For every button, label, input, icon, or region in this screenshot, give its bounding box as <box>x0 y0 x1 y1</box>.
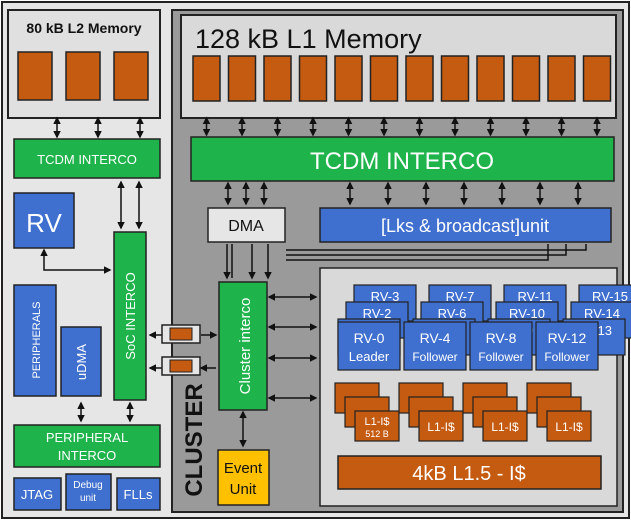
l2-memory-bank <box>113 51 149 101</box>
l15-icache <box>337 455 602 490</box>
cluster-bus-arrows <box>223 181 587 280</box>
core-name: RV-7 <box>446 289 475 304</box>
icache-label: L1-I$ <box>491 420 519 434</box>
cluster-interco <box>218 281 268 411</box>
private-icache <box>546 410 592 442</box>
dma-label: DMA <box>228 218 264 235</box>
l1-memory-bank <box>582 55 612 102</box>
l1-memory-bank <box>334 55 363 102</box>
private-icache <box>354 410 400 442</box>
soc-interco-label: SoC INTERCO <box>123 272 138 359</box>
dma-block <box>207 207 286 243</box>
l1-memory-bank <box>547 55 576 102</box>
private-icache <box>418 410 464 442</box>
icache-label: L1-I$ <box>427 420 455 434</box>
fabric-controller-rv-label: RV <box>26 208 62 238</box>
debug-unit-line2: unit <box>80 493 96 504</box>
l15-icache-label: 4kB L1.5 - I$ <box>412 463 525 485</box>
l2-memory-title: 80 kB L2 Memory <box>26 20 141 36</box>
lks-broadcast-unit <box>319 207 612 243</box>
l1-memory-bank <box>440 55 470 102</box>
core-block <box>403 321 467 371</box>
l1-memory-bank <box>263 55 292 102</box>
soc-cluster-bridges <box>161 324 201 376</box>
soc-arrows <box>40 116 162 423</box>
core-role: Follower <box>544 350 589 364</box>
l1-memory-title: 128 kB L1 Memory <box>195 24 422 54</box>
core-name: RV-15 <box>592 289 628 304</box>
core-name: RV-2 <box>363 306 392 321</box>
l2-memory-bank <box>65 51 101 101</box>
icache-size: 512 B <box>365 429 389 439</box>
l1-memory-bank <box>369 55 399 102</box>
cluster-tcdm-interco <box>190 136 615 182</box>
soc-tcdm-interco-label: TCDM INTERCO <box>37 152 137 167</box>
core-block <box>337 321 401 371</box>
core-name: RV-14 <box>584 306 620 321</box>
icache-label: L1-I$ <box>555 420 583 434</box>
l1-memory-bank <box>192 55 221 102</box>
l1-banks <box>192 55 612 102</box>
l1-memory-bank <box>405 55 434 102</box>
peripheral-interco-line1: PERIPHERAL <box>46 430 128 445</box>
flls-label: FLLs <box>124 487 153 502</box>
core-name: RV-8 <box>486 330 517 346</box>
event-unit-line2: Unit <box>230 481 258 498</box>
core-role: Leader <box>349 349 390 364</box>
core-name: RV-11 <box>518 289 553 304</box>
core-name: RV-4 <box>420 330 451 346</box>
private-icache <box>482 410 528 442</box>
core-name: RV-12 <box>548 330 587 346</box>
udma-label: uDMA <box>74 344 89 380</box>
core-name: RV-3 <box>371 289 400 304</box>
peripheral-interco-line2: INTERCO <box>58 448 117 463</box>
peripherals-block <box>13 284 57 397</box>
udma-block <box>60 326 102 397</box>
fabric-controller-rv <box>13 192 75 249</box>
core-name: RV-6 <box>438 306 467 321</box>
event-unit-line1: Event <box>224 460 263 477</box>
core-name: RV-10 <box>509 306 545 321</box>
cluster-tcdm-interco-label: TCDM INTERCO <box>310 148 494 175</box>
l1-memory-bank <box>511 55 541 102</box>
peripheral-interco <box>13 424 161 468</box>
l1-memory-bank <box>227 55 257 102</box>
debug-unit-line1: Debug <box>73 480 102 491</box>
flls-block <box>116 477 161 511</box>
soc-interco <box>113 231 147 401</box>
core-block <box>469 321 533 371</box>
l1-arrows <box>202 116 601 137</box>
l1-memory-bank <box>476 55 505 102</box>
core-role: Follower <box>412 350 457 364</box>
debug-unit-block <box>65 473 112 511</box>
cluster-label: CLUSTER <box>181 383 208 496</box>
l1-memory-bank <box>298 55 328 102</box>
l2-memory-bank <box>17 51 53 101</box>
jtag-block <box>13 477 62 511</box>
l2-banks <box>17 51 149 101</box>
icache-label: L1-I$ <box>364 416 389 428</box>
cluster-interco-label: Cluster interco <box>237 298 254 395</box>
jtag-label: JTAG <box>21 487 53 502</box>
lks-broadcast-unit-label: [Lks & broadcast]unit <box>381 216 549 236</box>
core-name: RV-0 <box>354 330 385 346</box>
soc-tcdm-interco <box>13 138 161 179</box>
event-unit <box>217 449 270 506</box>
bridge-arrows <box>199 293 318 448</box>
core-block <box>535 321 599 371</box>
peripherals-label: PERIPHERALS <box>31 301 43 378</box>
core-role: Follower <box>478 350 523 364</box>
